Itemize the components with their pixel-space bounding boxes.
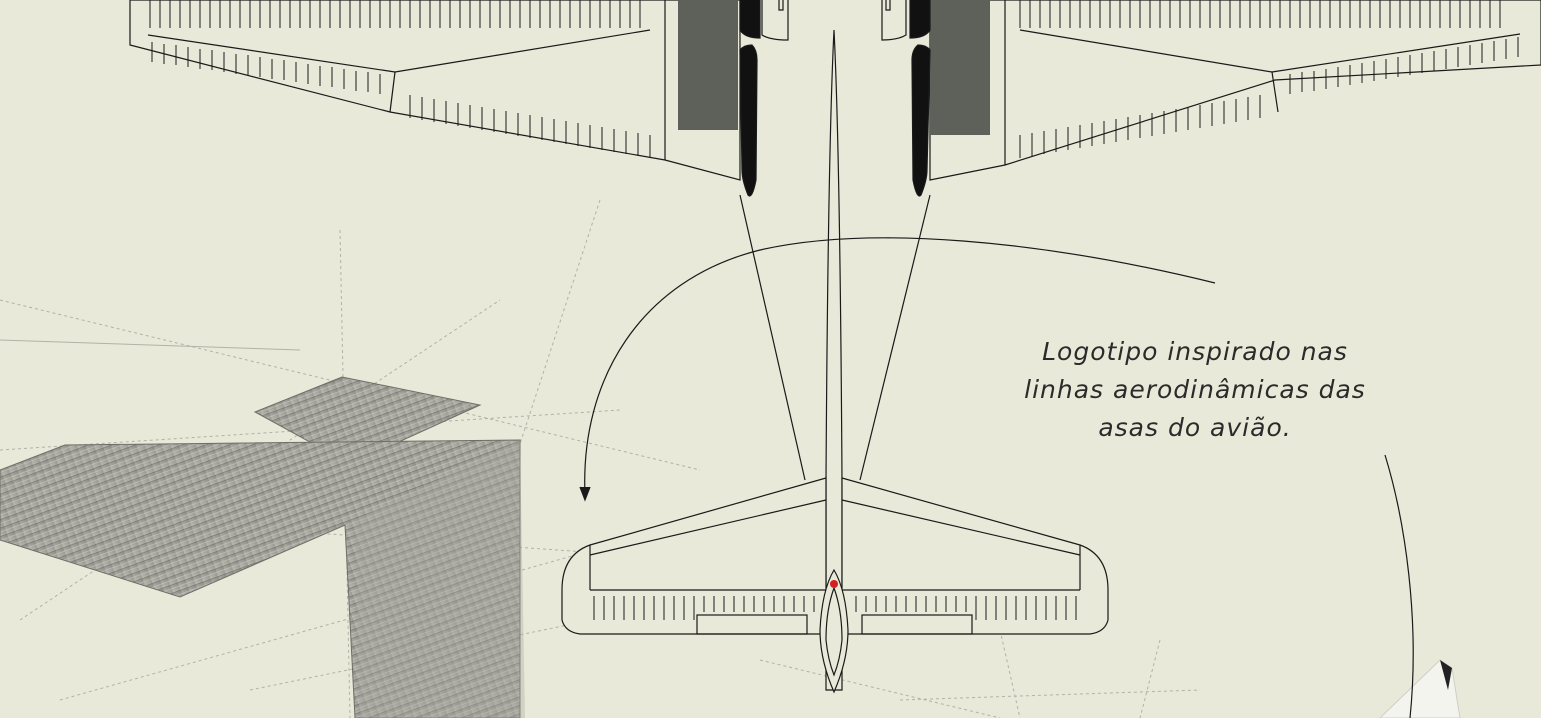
left-wing [129, 0, 741, 181]
callout-arrow [579, 237, 1414, 718]
stabilizer-slots [593, 596, 1077, 620]
caption-note: Logotipo inspirado nas linhas aerodinâmi… [985, 333, 1405, 447]
tail-light-icon [830, 580, 838, 588]
paper-corner-icon [1379, 659, 1461, 718]
caption-line-1: Logotipo inspirado nas [1042, 337, 1348, 366]
right-engine-panel [930, 0, 990, 135]
tail-cone [819, 568, 849, 694]
left-nacelle [739, 44, 758, 197]
logo-sketch-icon [0, 376, 525, 718]
right-wing [929, 0, 1541, 181]
caption-line-2: linhas aerodinâmicas das [1024, 375, 1366, 404]
left-engine-panel [678, 0, 738, 130]
right-wing-slots [1019, 0, 1519, 158]
right-nacelle [911, 44, 931, 197]
airplane-blueprint-icon [129, 0, 1541, 694]
caption-line-3: asas do avião. [1098, 413, 1292, 442]
horizontal-stabilizer [561, 477, 827, 635]
left-wing-slots [149, 0, 651, 158]
